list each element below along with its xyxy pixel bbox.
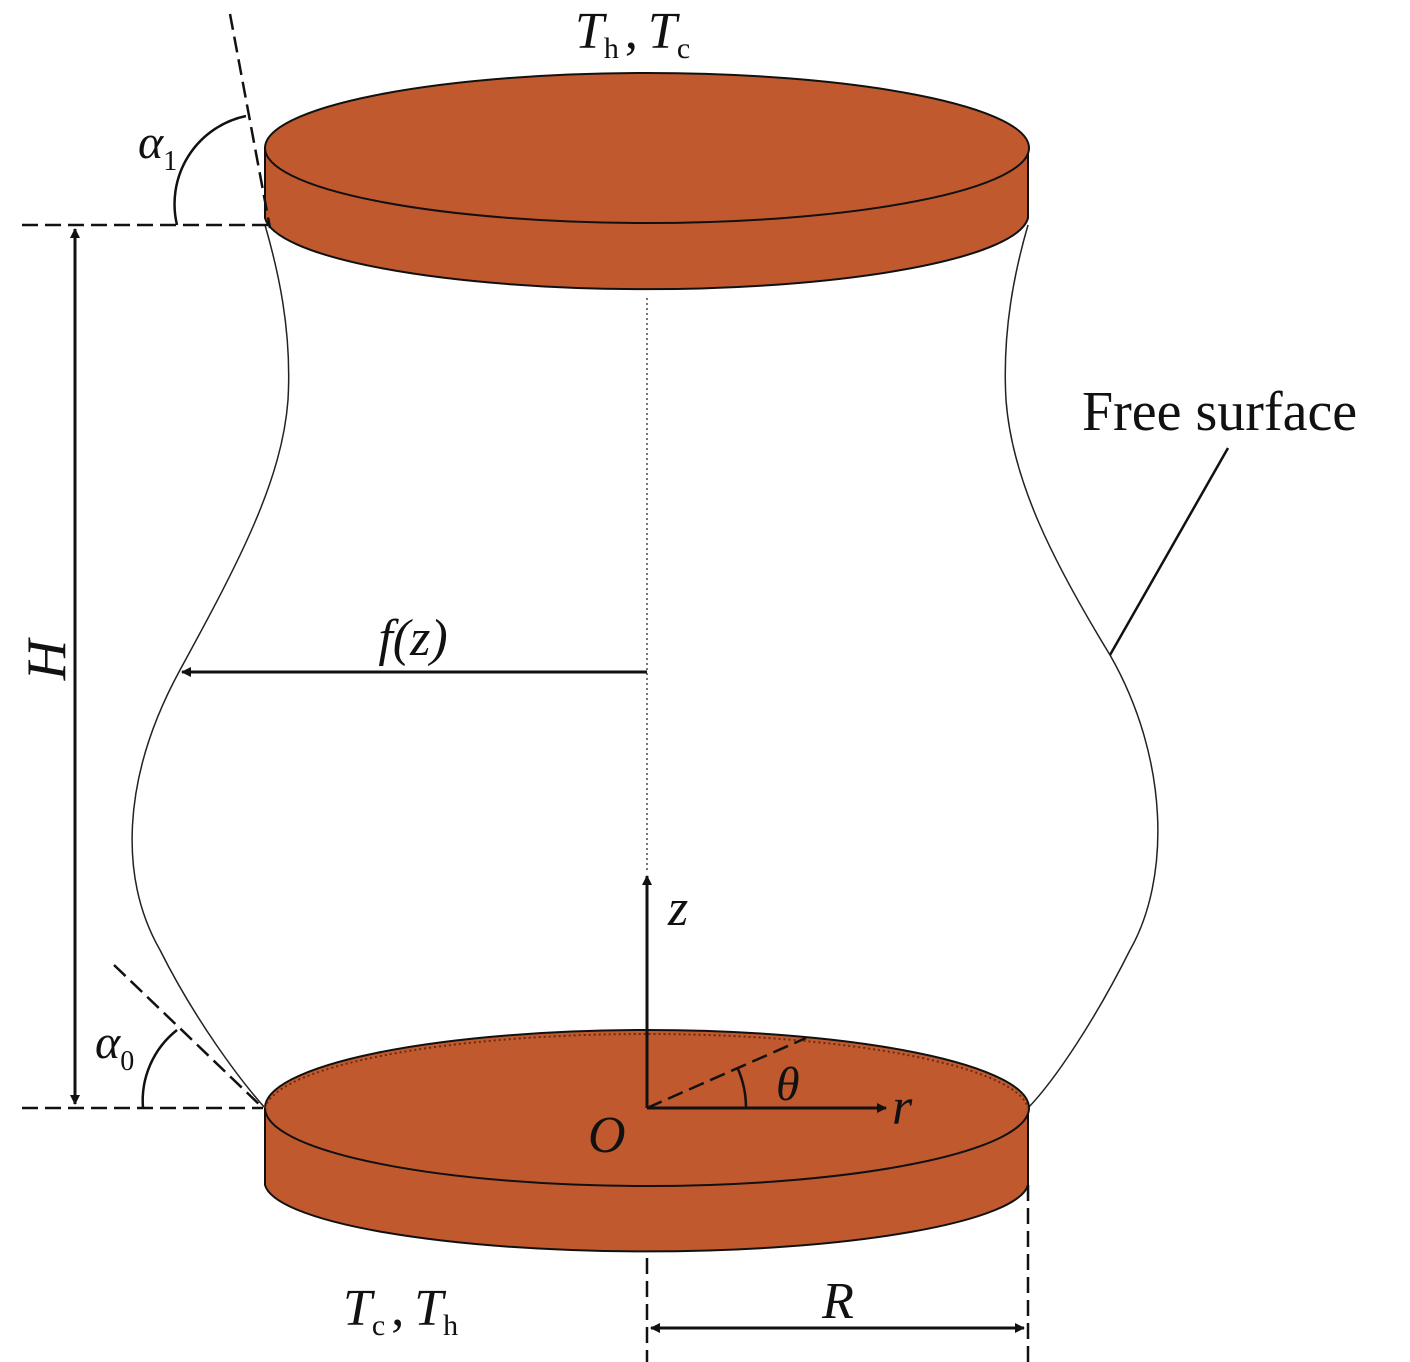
height-label: H [16, 637, 78, 681]
bottom-disk-back-edge-dotted [264, 1032, 1029, 1109]
top-temperature-label: Th,Tc [575, 3, 690, 65]
top-disk [264, 72, 1030, 291]
alpha1-arc [173, 114, 247, 226]
top-disk-face [264, 72, 1030, 224]
alpha0-arc [141, 1029, 178, 1109]
radius-function-label: f(z) [378, 610, 447, 667]
alpha1-tangent-line [228, 13, 272, 229]
origin-label: O [588, 1107, 626, 1164]
free-surface-leader-line [1108, 447, 1230, 656]
bottom-temperature-label: Tc,Th [343, 1280, 458, 1342]
theta-arc [736, 1068, 748, 1109]
theta-label: θ [776, 1058, 800, 1111]
theta-dashed-ray [646, 1036, 807, 1110]
free-surface-right-curve [1004, 224, 1159, 1109]
free-surface-label: Free surface [1082, 381, 1357, 443]
alpha0-tangent-line [113, 964, 264, 1109]
free-surface-left-curve [131, 224, 290, 1109]
alpha0-label: α0 [95, 1016, 134, 1077]
r-axis-label: r [892, 1079, 913, 1136]
radius-label: R [821, 1273, 854, 1330]
alpha1-label: α1 [138, 116, 177, 177]
z-axis-label: z [667, 880, 688, 937]
